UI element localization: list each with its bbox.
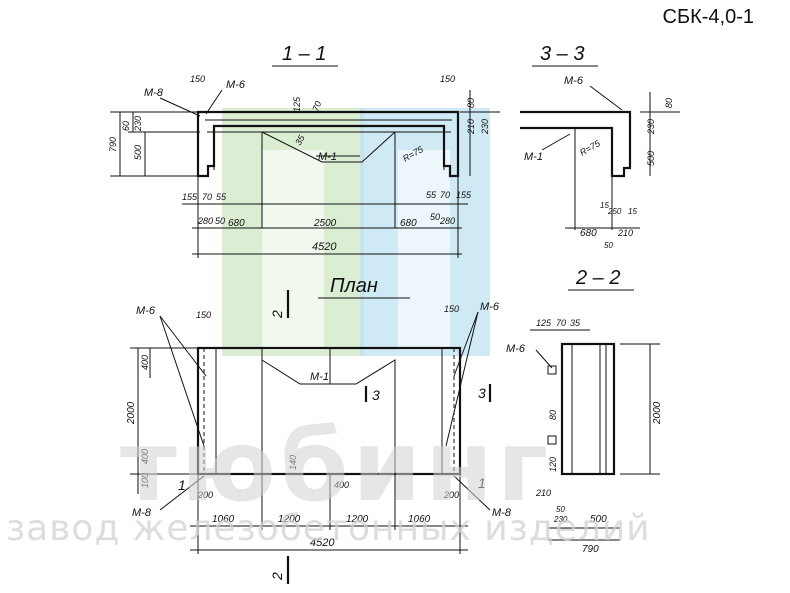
section-1-1-inner [205, 119, 452, 170]
plan-dim-2000: 2000 [126, 401, 137, 425]
m1-bar [232, 131, 426, 163]
dim-280-left: 280 [197, 216, 213, 226]
side-dim-120: 120 [548, 457, 558, 472]
side-view: М-6 125 70 35 80 120 210 2000 50 230 500… [506, 318, 663, 555]
plan-dim-1060-left: 1060 [212, 514, 235, 525]
dim-250: 250 [607, 207, 622, 216]
side-dim-500: 500 [590, 514, 607, 525]
product-code: СБК-4,0-1 [662, 6, 754, 28]
plan-mark-m6-right: М-6 [480, 301, 500, 313]
dim-60: 60 [121, 121, 131, 131]
dim-150-right: 150 [440, 74, 455, 84]
side-mark-m6: М-6 [506, 343, 526, 355]
section-ref-1-left: 1 [178, 477, 186, 493]
dim-155-right: 155 [456, 190, 472, 200]
side-dim-230: 230 [553, 515, 568, 524]
mark-m6: М-6 [226, 79, 246, 91]
watermark-tagline: завод железобетонных изделий [6, 508, 651, 549]
dim-2500: 2500 [313, 218, 337, 229]
plan-dim-4520: 4520 [310, 537, 335, 549]
mark-m1-33: М-1 [524, 151, 543, 163]
dim-680-33: 680 [580, 228, 597, 239]
plan-dim-200-right: 200 [443, 490, 459, 500]
plan-dim-150-right: 150 [444, 304, 459, 314]
dim-790: 790 [108, 137, 118, 152]
watermark-logo [222, 108, 490, 356]
watermark-brand: тюбинг [120, 410, 552, 524]
plan-dim-1200-right: 1200 [346, 514, 369, 525]
dim-50-33: 50 [604, 241, 613, 250]
dim-500-33: 500 [646, 151, 656, 166]
plan-view: План 2 М-1 М-6 М-6 150 150 400 2000 400 … [126, 275, 512, 584]
plan-dim-100: 100 [140, 473, 150, 488]
plan-dim-1200-left: 1200 [278, 514, 301, 525]
section-3-3-outline [520, 110, 632, 178]
section-3-3-title: 3 – 3 [540, 43, 584, 65]
side-dim-35: 35 [570, 318, 581, 328]
watermark-gap [398, 150, 450, 350]
dim-155-left: 155 [182, 192, 198, 202]
section-ref-1-right: 1 [478, 475, 486, 491]
plan-mark-m1: М-1 [310, 371, 329, 383]
dim-210-33: 210 [617, 228, 633, 238]
dim-55-right: 55 [426, 190, 437, 200]
side-dim-125: 125 [536, 318, 552, 328]
plan-mark-m6-left: М-6 [136, 305, 156, 317]
side-view-outline [560, 342, 616, 476]
dim-70: 70 [310, 100, 323, 113]
dim-80: 80 [466, 98, 476, 108]
mark-m1: М-1 [318, 151, 337, 163]
dim-15-a: 15 [600, 201, 609, 210]
mark-m8: М-8 [144, 87, 164, 99]
section-2-2-title: 2 – 2 [575, 267, 620, 289]
plan-m1-bar [261, 348, 396, 474]
plan-dim-1060-right: 1060 [408, 514, 431, 525]
dim-15-b: 15 [628, 207, 637, 216]
side-dim-80: 80 [548, 410, 558, 420]
dim-50-right: 50 [430, 212, 440, 222]
section-ref-2-bottom: 2 [269, 572, 285, 581]
dim-70-left: 70 [202, 192, 212, 202]
plan-outline [196, 346, 462, 476]
dim-150-left: 150 [190, 74, 205, 84]
dim-4520-section: 4520 [312, 241, 337, 253]
plan-dim-400-bottom: 400 [140, 449, 150, 464]
plan-mark-m8-left: М-8 [132, 507, 152, 519]
dim-210: 210 [466, 119, 476, 135]
dim-500: 500 [133, 145, 143, 160]
dim-280-right: 280 [439, 216, 455, 226]
dim-70-right: 70 [440, 190, 450, 200]
plan-dim-140: 140 [288, 455, 298, 470]
plan-dim-200-left: 200 [197, 490, 213, 500]
side-dim-70: 70 [556, 318, 566, 328]
plan-mark-m8-right: М-8 [492, 507, 512, 519]
watermark-gap [262, 150, 324, 350]
section-ref-2-top: 2 [269, 310, 285, 319]
dim-50-left: 50 [215, 216, 225, 226]
section-3-3: 3 – 3 М-6 М-1 R=75 80 230 500 15 250 15 … [520, 43, 680, 250]
dim-80-33: 80 [664, 98, 674, 108]
section-1-1-title: 1 – 1 [282, 43, 326, 65]
dim-230: 230 [133, 116, 143, 132]
dim-230-33: 230 [646, 119, 656, 135]
side-dim-2000: 2000 [652, 401, 663, 425]
dim-125: 125 [292, 96, 302, 112]
plan-title: План [330, 275, 378, 297]
plan-dim-400-inner: 400 [334, 480, 349, 490]
section-ref-3-right: 3 [478, 385, 486, 401]
dim-680-left: 680 [228, 218, 245, 229]
dim-680-right: 680 [400, 218, 417, 229]
side-dim-50: 50 [556, 505, 565, 514]
side-dim-790: 790 [582, 544, 599, 555]
section-ref-3-left: 3 [372, 387, 380, 403]
mark-r75-33: R=75 [578, 138, 603, 158]
dim-230-right: 230 [480, 119, 490, 135]
plan-dim-150-left: 150 [196, 310, 211, 320]
side-dim-210: 210 [535, 488, 551, 498]
mark-m6-33: М-6 [564, 75, 584, 87]
plan-dim-400-top: 400 [140, 355, 150, 370]
dim-55-left: 55 [216, 192, 227, 202]
